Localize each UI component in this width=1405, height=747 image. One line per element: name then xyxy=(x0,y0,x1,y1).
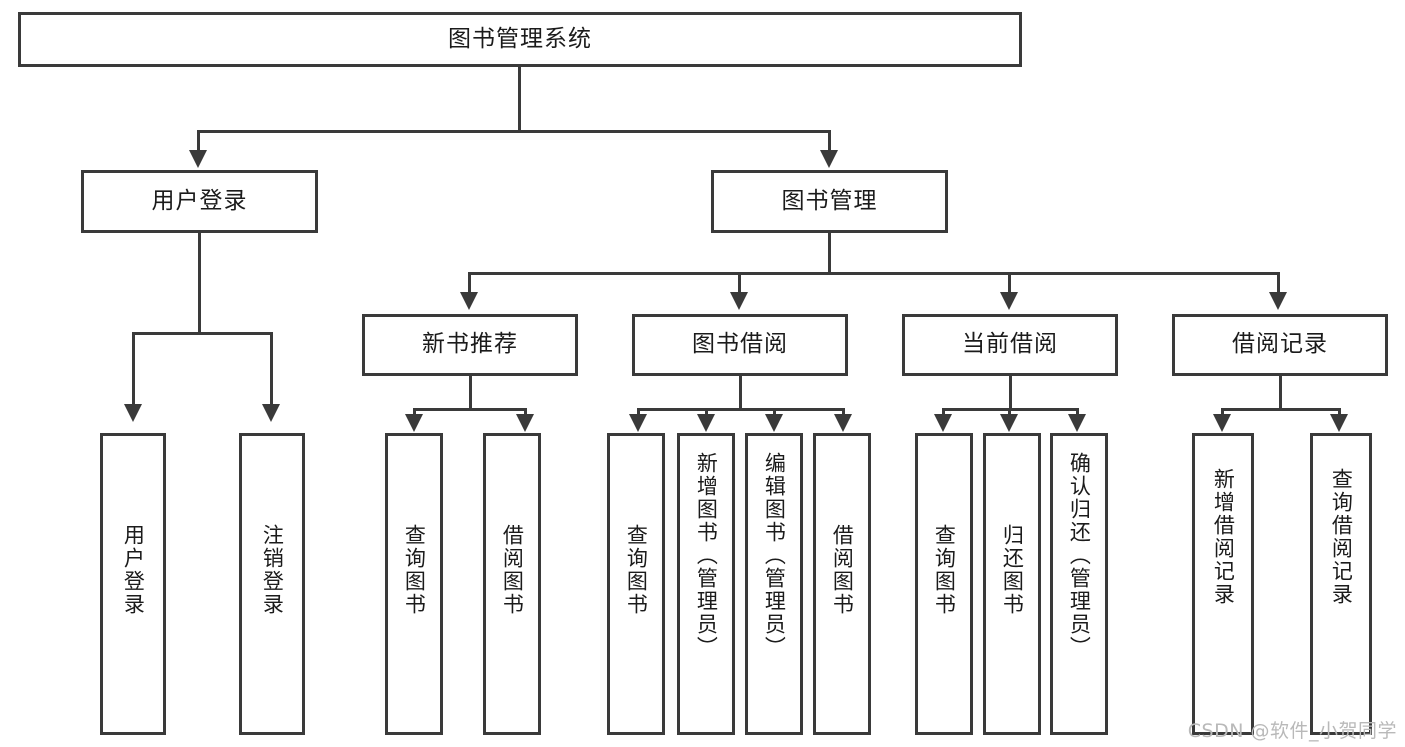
connector-user-login-child-2 xyxy=(270,332,273,406)
arrow-borrow-child-2 xyxy=(697,414,715,432)
node-label: 借阅图书 xyxy=(500,524,525,616)
node-label: 图书管理 xyxy=(781,187,878,214)
node-label: 查询图书 xyxy=(402,524,427,616)
node-label: 用户登录 xyxy=(121,524,146,616)
node-borrow-record[interactable]: 借阅记录 xyxy=(1172,314,1388,376)
node-current-borrow[interactable]: 当前借阅 xyxy=(902,314,1118,376)
connector-current-child-1 xyxy=(942,408,945,416)
leaf-query-borrow-record[interactable]: 查询借阅记录 xyxy=(1310,433,1372,735)
connector-record-stem xyxy=(1279,376,1282,410)
connector-recommend-child-2 xyxy=(524,408,527,416)
arrow-current-child-1 xyxy=(934,414,952,432)
connector-current-child-3 xyxy=(1076,408,1079,416)
connector-borrow-child-2 xyxy=(705,408,708,416)
arrow-record-child-1 xyxy=(1213,414,1231,432)
node-label: 图书管理系统 xyxy=(448,25,592,52)
connector-borrow-child-1 xyxy=(637,408,640,416)
leaf-edit-book-admin[interactable]: 编辑图书（管理员） xyxy=(745,433,803,735)
node-user-login[interactable]: 用户登录 xyxy=(81,170,318,233)
connector-level3-2 xyxy=(738,272,741,294)
arrow-borrow-child-3 xyxy=(765,414,783,432)
arrow-to-book-manage xyxy=(820,150,838,168)
connector-record-bar xyxy=(1221,408,1341,411)
connector-record-child-2 xyxy=(1338,408,1341,416)
connector-level3-1 xyxy=(468,272,471,294)
connector-root-bar xyxy=(197,130,831,133)
node-label: 新书推荐 xyxy=(422,331,518,358)
node-book-management[interactable]: 图书管理 xyxy=(711,170,948,233)
node-label: 借阅记录 xyxy=(1232,331,1328,358)
connector-level3-3 xyxy=(1008,272,1011,294)
leaf-query-book-borrow[interactable]: 查询图书 xyxy=(607,433,665,735)
connector-user-login-bar xyxy=(132,332,273,335)
node-new-book-recommend[interactable]: 新书推荐 xyxy=(362,314,578,376)
leaf-query-book-recommend[interactable]: 查询图书 xyxy=(385,433,443,735)
arrow-level3-2 xyxy=(730,292,748,310)
leaf-borrow-book-recommend[interactable]: 借阅图书 xyxy=(483,433,541,735)
leaf-confirm-return-admin[interactable]: 确认归还（管理员） xyxy=(1050,433,1108,735)
connector-current-stem xyxy=(1009,376,1012,410)
arrow-current-child-3 xyxy=(1068,414,1086,432)
connector-book-manage-stem xyxy=(828,233,831,274)
node-label: 当前借阅 xyxy=(962,331,1058,358)
leaf-borrow-book[interactable]: 借阅图书 xyxy=(813,433,871,735)
node-label: 新增图书（管理员） xyxy=(694,452,719,659)
connector-level3-4 xyxy=(1277,272,1280,294)
node-label: 新增借阅记录 xyxy=(1211,468,1236,606)
leaf-logout[interactable]: 注销登录 xyxy=(239,433,305,735)
arrow-user-login-child-1 xyxy=(124,404,142,422)
node-label: 借阅图书 xyxy=(830,524,855,616)
node-label: 编辑图书（管理员） xyxy=(762,452,787,659)
arrow-borrow-child-1 xyxy=(629,414,647,432)
connector-current-child-2 xyxy=(1008,408,1011,416)
node-label: 查询借阅记录 xyxy=(1329,468,1354,606)
connector-book-manage-bar xyxy=(468,272,1280,275)
connector-to-book-manage xyxy=(828,130,831,152)
node-label: 注销登录 xyxy=(260,524,285,616)
arrow-record-child-2 xyxy=(1330,414,1348,432)
arrow-current-child-2 xyxy=(1000,414,1018,432)
arrow-borrow-child-4 xyxy=(834,414,852,432)
connector-borrow-stem xyxy=(739,376,742,410)
node-label: 查询图书 xyxy=(932,524,957,616)
node-label: 确认归还（管理员） xyxy=(1067,452,1092,659)
arrow-recommend-child-1 xyxy=(405,414,423,432)
connector-borrow-child-4 xyxy=(842,408,845,416)
connector-recommend-stem xyxy=(469,376,472,410)
node-book-borrow[interactable]: 图书借阅 xyxy=(632,314,848,376)
connector-to-user-login xyxy=(197,130,200,152)
connector-root-stem xyxy=(518,67,521,130)
connector-borrow-child-3 xyxy=(773,408,776,416)
arrow-level3-3 xyxy=(1000,292,1018,310)
leaf-add-borrow-record[interactable]: 新增借阅记录 xyxy=(1192,433,1254,735)
node-label: 查询图书 xyxy=(624,524,649,616)
arrow-level3-4 xyxy=(1269,292,1287,310)
leaf-return-book[interactable]: 归还图书 xyxy=(983,433,1041,735)
connector-user-login-stem xyxy=(198,233,201,335)
node-label: 归还图书 xyxy=(1000,524,1025,616)
leaf-query-book-current[interactable]: 查询图书 xyxy=(915,433,973,735)
leaf-add-book-admin[interactable]: 新增图书（管理员） xyxy=(677,433,735,735)
arrow-recommend-child-2 xyxy=(516,414,534,432)
arrow-to-user-login xyxy=(189,150,207,168)
leaf-user-login[interactable]: 用户登录 xyxy=(100,433,166,735)
node-label: 图书借阅 xyxy=(692,331,788,358)
connector-user-login-child-1 xyxy=(132,332,135,406)
node-label: 用户登录 xyxy=(151,187,248,214)
node-root-system[interactable]: 图书管理系统 xyxy=(18,12,1022,67)
connector-recommend-bar xyxy=(413,408,527,411)
arrow-user-login-child-2 xyxy=(262,404,280,422)
connector-borrow-bar xyxy=(637,408,845,411)
connector-record-child-1 xyxy=(1221,408,1224,416)
arrow-level3-1 xyxy=(460,292,478,310)
connector-recommend-child-1 xyxy=(413,408,416,416)
